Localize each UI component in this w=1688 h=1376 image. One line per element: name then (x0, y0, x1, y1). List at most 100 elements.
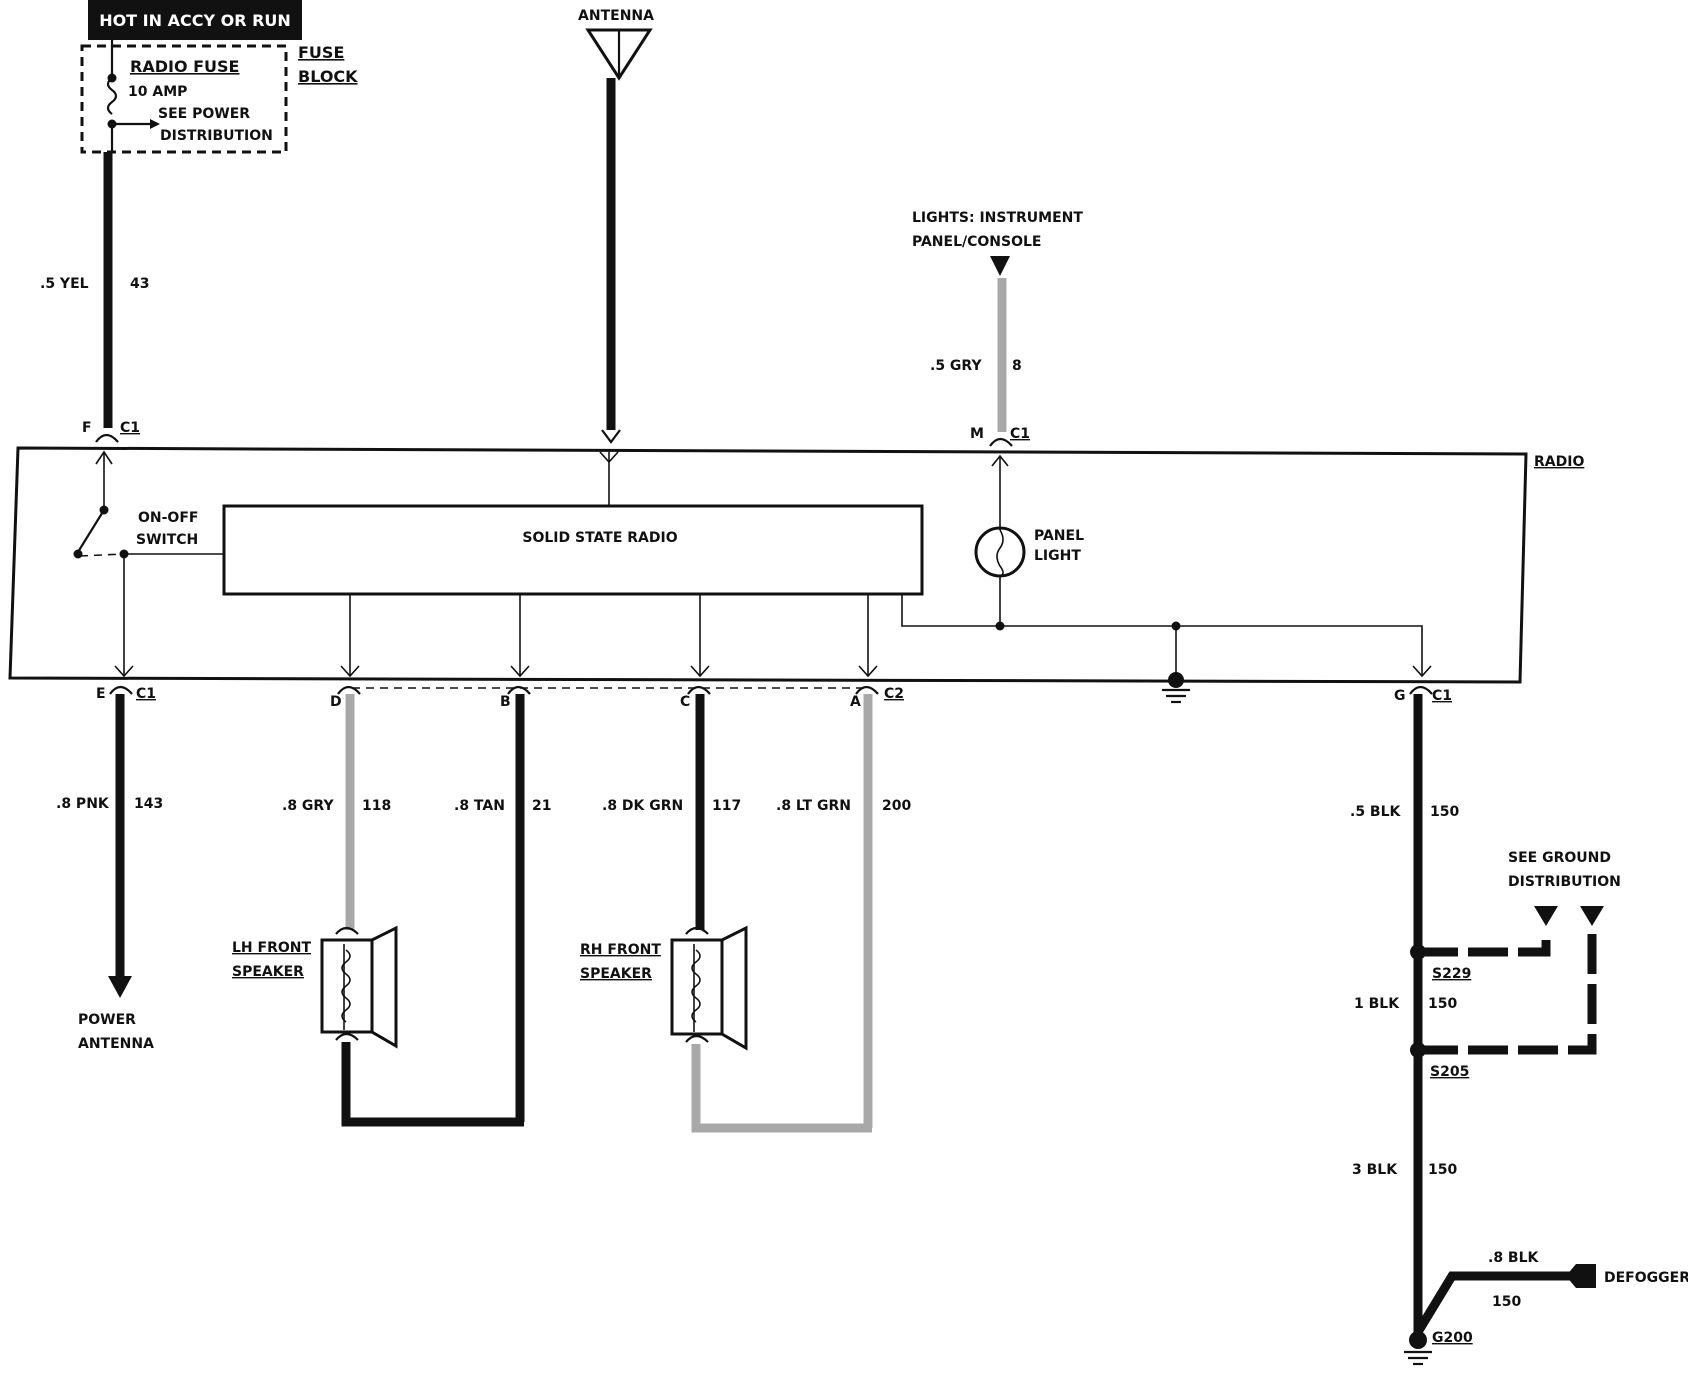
lights-label-2: PANEL/CONSOLE (912, 234, 1042, 250)
wire-gry118-gauge: .8 GRY (282, 798, 334, 814)
wire-blk-b-gauge: 1 BLK (1354, 996, 1400, 1012)
splice-s205-label: S205 (1430, 1064, 1469, 1080)
wire-blk-d-circuit: 150 (1492, 1294, 1521, 1310)
conn-m-c1: C1 (1010, 426, 1030, 442)
wire-yel-circuit: 43 (130, 276, 149, 292)
conn-c-letter: C (680, 694, 690, 710)
wire-blk-b-circuit: 150 (1428, 996, 1457, 1012)
rh-speaker-icon (670, 925, 748, 1051)
arrow-right-icon (150, 119, 160, 129)
antenna-internal-arrow-icon (599, 451, 619, 464)
ground-dist-label-1: SEE GROUND (1508, 850, 1611, 866)
lead-b-arrow-icon (510, 665, 530, 678)
solid-state-radio-label: SOLID STATE RADIO (522, 530, 677, 546)
connector-c-icon (687, 685, 711, 695)
ground-dist-label-2: DISTRIBUTION (1508, 874, 1621, 890)
rh-speaker-return (691, 1044, 872, 1133)
defogger-label: DEFOGGER (1604, 1270, 1688, 1286)
conn-e-letter: E (96, 686, 106, 702)
solid-state-radio-box (222, 504, 924, 596)
antenna-arrow-icon (601, 429, 621, 444)
power-antenna-label-1: POWER (78, 1012, 136, 1028)
connector-m-icon (989, 437, 1013, 447)
lamp-ground-node (995, 621, 1005, 631)
wire-blk-c-gauge: 3 BLK (1352, 1162, 1398, 1178)
wire-gry8-circuit: 8 (1012, 358, 1022, 374)
connector-f-icon (95, 433, 119, 443)
lh-speaker-label-1: LH FRONT (232, 940, 311, 956)
conn-d-letter: D (330, 694, 342, 710)
wire-ltgrn-circuit: 200 (882, 798, 911, 814)
connector-b-icon (507, 685, 531, 695)
ground-bus (901, 594, 1423, 676)
power-antenna-arrow-icon (108, 976, 132, 998)
fuse-note-1: SEE POWER (158, 106, 250, 122)
splice-s229-label: S229 (1432, 966, 1471, 982)
s229-ground-branch (1418, 930, 1551, 957)
wire-gry8-gauge: .5 GRY (930, 358, 982, 374)
lamp-label-1: PANEL (1034, 528, 1084, 544)
s205-ground-branch (1418, 930, 1597, 1055)
antenna-label: ANTENNA (578, 8, 654, 24)
power-state-box (88, 0, 302, 40)
wire-blk-d-gauge: .8 BLK (1488, 1250, 1540, 1266)
rh-speaker-label-1: RH FRONT (580, 942, 661, 958)
wire-gry118-circuit: 118 (362, 798, 391, 814)
lights-label-1: LIGHTS: INSTRUMENT (912, 210, 1083, 226)
conn-m-letter: M (970, 426, 984, 442)
power-antenna-label-2: ANTENNA (78, 1036, 154, 1052)
lead-a-arrow-icon (858, 665, 878, 678)
conn-a-letter: A (850, 694, 861, 710)
power-state-label: HOT IN ACCY OR RUN (99, 11, 291, 30)
conn-g-c1: C1 (1432, 688, 1452, 704)
defogger-connector-icon (1566, 1264, 1596, 1288)
wire-ltgrn-gauge: .8 LT GRN (776, 798, 851, 814)
arrow-down-icon (114, 665, 134, 678)
wire-tan-gauge: .8 TAN (454, 798, 505, 814)
case-ground-point (1168, 672, 1184, 688)
connector-g-icon (1409, 685, 1433, 695)
lead-c-arrow-icon (690, 665, 710, 678)
fuse-block-label-1: FUSE (298, 43, 344, 62)
wire-pnk-gauge: .8 PNK (56, 796, 110, 812)
switch-up-arrow-icon (95, 450, 113, 465)
radio-enclosure (8, 446, 1528, 684)
fuse-element-icon (106, 77, 118, 115)
fuse-rating: 10 AMP (128, 84, 187, 100)
lamp-filament (996, 529, 1004, 577)
ground-g200-point (1409, 1331, 1427, 1349)
switch-blade-icon (77, 509, 105, 553)
radio-label: RADIO (1534, 454, 1584, 470)
switch-label-2: SWITCH (136, 532, 198, 548)
conn-e-c1: C1 (136, 686, 156, 702)
connector-a-icon (855, 685, 879, 695)
connector-d-icon (337, 685, 361, 695)
lead-d-arrow-icon (340, 665, 360, 678)
wire-tan-circuit: 21 (532, 798, 551, 814)
wire-blk-a-circuit: 150 (1430, 804, 1459, 820)
lh-speaker-label-2: SPEAKER (232, 964, 304, 980)
conn-b-letter: B (500, 694, 511, 710)
panel-light-icon (974, 526, 1026, 578)
ground-dist-arrow-icon-2 (1580, 906, 1604, 926)
lamp-up-arrow-icon (991, 454, 1009, 467)
lamp-label-2: LIGHT (1034, 548, 1081, 564)
switch-label-1: ON-OFF (138, 510, 198, 526)
rh-speaker-label-2: SPEAKER (580, 966, 652, 982)
wire-yel-gauge: .5 YEL (40, 276, 89, 292)
switch-mechanical-link (79, 553, 125, 557)
wire-dkgrn-gauge: .8 DK GRN (602, 798, 683, 814)
lh-speaker-icon (320, 925, 398, 1049)
conn-g-letter: G (1394, 688, 1406, 704)
fuse-name: RADIO FUSE (130, 57, 239, 76)
lights-source-arrow-icon (990, 256, 1010, 276)
ground-dist-arrow-icon (1534, 906, 1558, 926)
wire-blk-c-circuit: 150 (1428, 1162, 1457, 1178)
wire-dkgrn-circuit: 117 (712, 798, 741, 814)
fuse-block-outline (80, 44, 288, 154)
connector-e-icon (109, 685, 133, 695)
fuse-note-2: DISTRIBUTION (160, 128, 273, 144)
ground-bus-arrow-icon (1412, 665, 1432, 678)
ground-g200-label: G200 (1432, 1330, 1473, 1346)
